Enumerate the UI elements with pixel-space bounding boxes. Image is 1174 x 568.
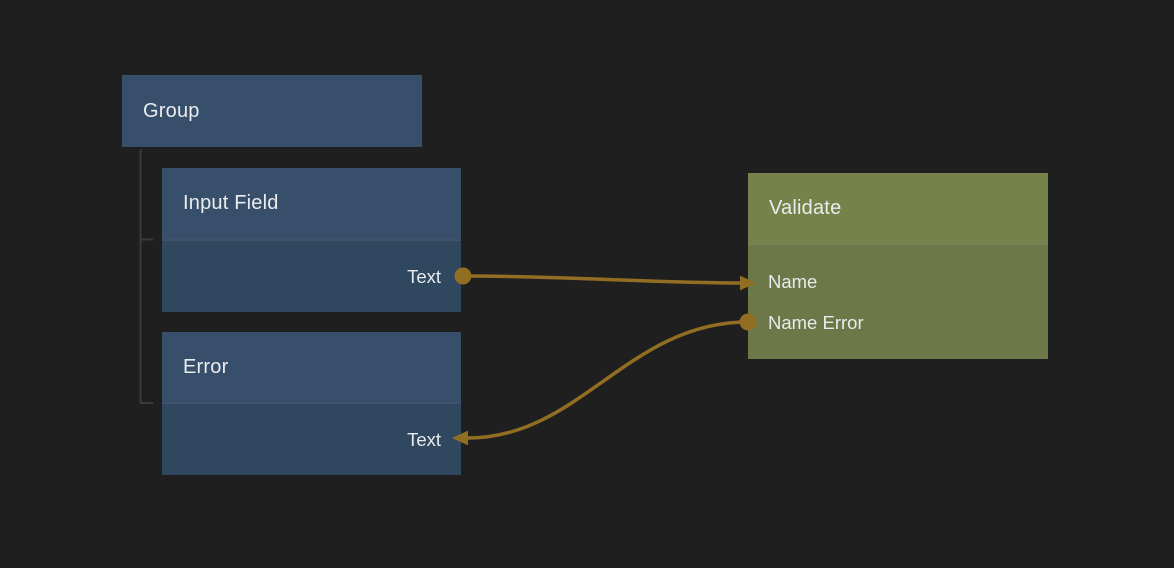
node-error-title: Error bbox=[183, 355, 229, 378]
node-error-body: Text bbox=[162, 402, 461, 475]
port-label-error-text: Text bbox=[407, 428, 441, 450]
port-row-input-field-text-output[interactable]: Text bbox=[162, 241, 461, 312]
node-input-field-body: Text bbox=[162, 239, 461, 312]
node-validate-body: Name Name Error bbox=[748, 243, 1048, 359]
node-input-field[interactable]: Input Field Text bbox=[162, 168, 461, 312]
node-error-header[interactable]: Error bbox=[162, 332, 461, 402]
port-label-input-field-text: Text bbox=[407, 265, 441, 287]
node-error[interactable]: Error Text bbox=[162, 332, 461, 475]
port-label-validate-name: Name bbox=[768, 270, 818, 292]
node-input-field-header[interactable]: Input Field bbox=[162, 168, 461, 239]
node-validate-title: Validate bbox=[769, 196, 842, 219]
node-group-header[interactable]: Group bbox=[122, 75, 422, 147]
node-validate-header[interactable]: Validate bbox=[748, 173, 1048, 243]
wire-text-to-name[interactable] bbox=[462, 274, 744, 285]
node-validate[interactable]: Validate Name Name Error bbox=[748, 173, 1048, 359]
node-group-title: Group bbox=[143, 99, 200, 122]
node-input-field-title: Input Field bbox=[183, 192, 279, 214]
wire-name-error-to-text[interactable] bbox=[467, 320, 749, 440]
node-group[interactable]: Group bbox=[122, 75, 422, 147]
tree-connector-group bbox=[139, 149, 153, 404]
port-row-error-text-input[interactable]: Text bbox=[162, 404, 461, 475]
port-row-validate-name-input[interactable]: Name bbox=[748, 261, 1048, 302]
port-row-validate-name-error-output[interactable]: Name Error bbox=[748, 302, 1048, 343]
port-label-validate-name-error: Name Error bbox=[768, 311, 864, 333]
